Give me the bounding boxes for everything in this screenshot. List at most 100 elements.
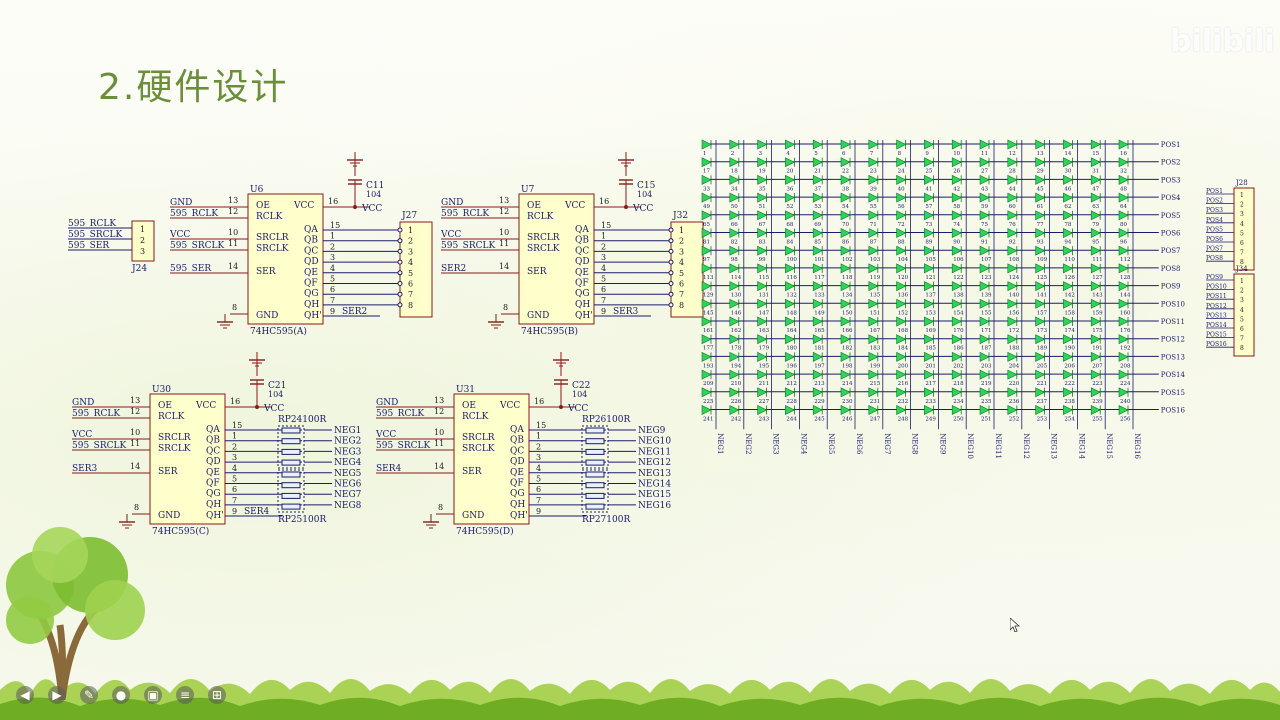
led-icon <box>840 157 851 168</box>
led-number: 37 <box>814 186 821 192</box>
ic-body <box>247 193 324 325</box>
led-icon <box>868 405 879 415</box>
pointer-icon[interactable]: ● <box>112 686 130 704</box>
pin-label: QH' <box>206 511 224 521</box>
led-number: 254 <box>1064 417 1075 423</box>
led-icon <box>924 210 935 221</box>
led-icon <box>896 228 907 238</box>
grid-icon[interactable]: ⊞ <box>208 686 226 704</box>
pin-label: QH' <box>304 311 322 321</box>
led-icon <box>979 298 990 309</box>
play-icon[interactable]: ▶ <box>48 686 66 704</box>
led-icon <box>1007 157 1018 168</box>
led-icon <box>1063 316 1074 327</box>
led-icon <box>924 263 935 274</box>
led-icon <box>924 192 935 203</box>
led-number: 170 <box>953 328 964 334</box>
pin-label: QD <box>206 457 221 467</box>
led-icon <box>701 369 712 380</box>
neg-label: NEG3 <box>334 447 362 457</box>
led-number: 224 <box>1120 381 1131 387</box>
pin-label: SER <box>158 467 178 477</box>
led-icon <box>1118 192 1129 203</box>
pin-number: 7 <box>1240 250 1244 257</box>
led-icon <box>729 210 740 221</box>
led-icon <box>896 387 907 398</box>
led-number: 42 <box>953 186 960 192</box>
led-number: 100 <box>786 257 797 263</box>
pin-number: 7 <box>408 290 413 299</box>
led-number: 177 <box>703 346 714 352</box>
led-icon <box>785 369 796 380</box>
pin-number: 15 <box>601 221 611 230</box>
led-number: 111 <box>1092 257 1103 263</box>
led-icon <box>1090 139 1101 150</box>
led-number: 207 <box>1092 363 1103 369</box>
led-number: 43 <box>981 186 988 192</box>
led-number: 69 <box>814 222 821 228</box>
led-icon <box>757 316 768 327</box>
led-number: 192 <box>1120 346 1131 352</box>
pos-label: POS12 <box>1206 303 1227 310</box>
neg-label: NEG12 <box>638 458 671 468</box>
cap-value: 104 <box>366 190 381 199</box>
resistor-icon <box>281 459 301 466</box>
led-icon <box>757 245 768 256</box>
pos-label: POS7 <box>1206 246 1223 253</box>
resistor-icon <box>585 471 605 478</box>
led-number: 201 <box>925 363 936 369</box>
led-number: 182 <box>842 346 853 352</box>
pin-number: 12 <box>434 407 444 416</box>
led-number: 20 <box>786 169 793 175</box>
pos-label: POS1 <box>1206 188 1223 195</box>
pen-icon[interactable]: ✎ <box>80 686 98 704</box>
led-number: 16 <box>1120 151 1127 157</box>
led-icon <box>924 387 935 398</box>
led-icon <box>1063 139 1074 150</box>
led-icon <box>951 298 962 309</box>
led-number: 29 <box>1037 169 1044 175</box>
led-icon <box>1118 387 1129 398</box>
previous-icon[interactable]: ◀ <box>16 686 34 704</box>
led-icon <box>1090 192 1101 203</box>
pos-label: POS5 <box>1161 212 1181 220</box>
led-number: 101 <box>814 257 825 263</box>
led-number: 226 <box>731 399 742 405</box>
led-icon <box>1007 298 1018 309</box>
rp-label: RP27100R <box>582 515 630 525</box>
tree-decoration <box>6 527 145 700</box>
pin-number: 6 <box>1240 326 1244 333</box>
pin-number: 11 <box>130 439 140 448</box>
camera-icon[interactable]: ▣ <box>144 686 162 704</box>
led-number: 12 <box>1009 151 1016 157</box>
led-icon <box>729 192 740 203</box>
pin-number: 8 <box>1240 345 1244 352</box>
led-number: 1 <box>703 151 707 157</box>
led-icon <box>840 405 851 415</box>
notes-icon[interactable]: ≡ <box>176 686 194 704</box>
led-number: 65 <box>703 222 710 228</box>
led-icon <box>896 334 907 345</box>
led-icon <box>1118 210 1129 221</box>
net-label: SER4 <box>244 507 270 517</box>
led-number: 202 <box>953 363 964 369</box>
led-icon <box>1035 316 1046 327</box>
led-number: 88 <box>898 240 905 246</box>
led-number: 94 <box>1064 240 1071 246</box>
led-number: 19 <box>759 169 766 175</box>
led-icon <box>951 192 962 203</box>
led-icon <box>785 387 796 398</box>
led-icon <box>701 387 712 398</box>
pin-label: OE <box>158 401 172 411</box>
led-icon <box>729 228 740 238</box>
pin-label: QB <box>510 436 524 446</box>
led-icon <box>896 174 907 185</box>
pin-number: 2 <box>679 237 684 246</box>
led-icon <box>1063 210 1074 221</box>
net-label: SER2 <box>342 307 367 317</box>
led-number: 176 <box>1120 328 1131 334</box>
led-icon <box>979 139 990 150</box>
led-number: 127 <box>1092 275 1103 281</box>
led-icon <box>785 228 796 238</box>
resistor-icon <box>281 448 301 455</box>
